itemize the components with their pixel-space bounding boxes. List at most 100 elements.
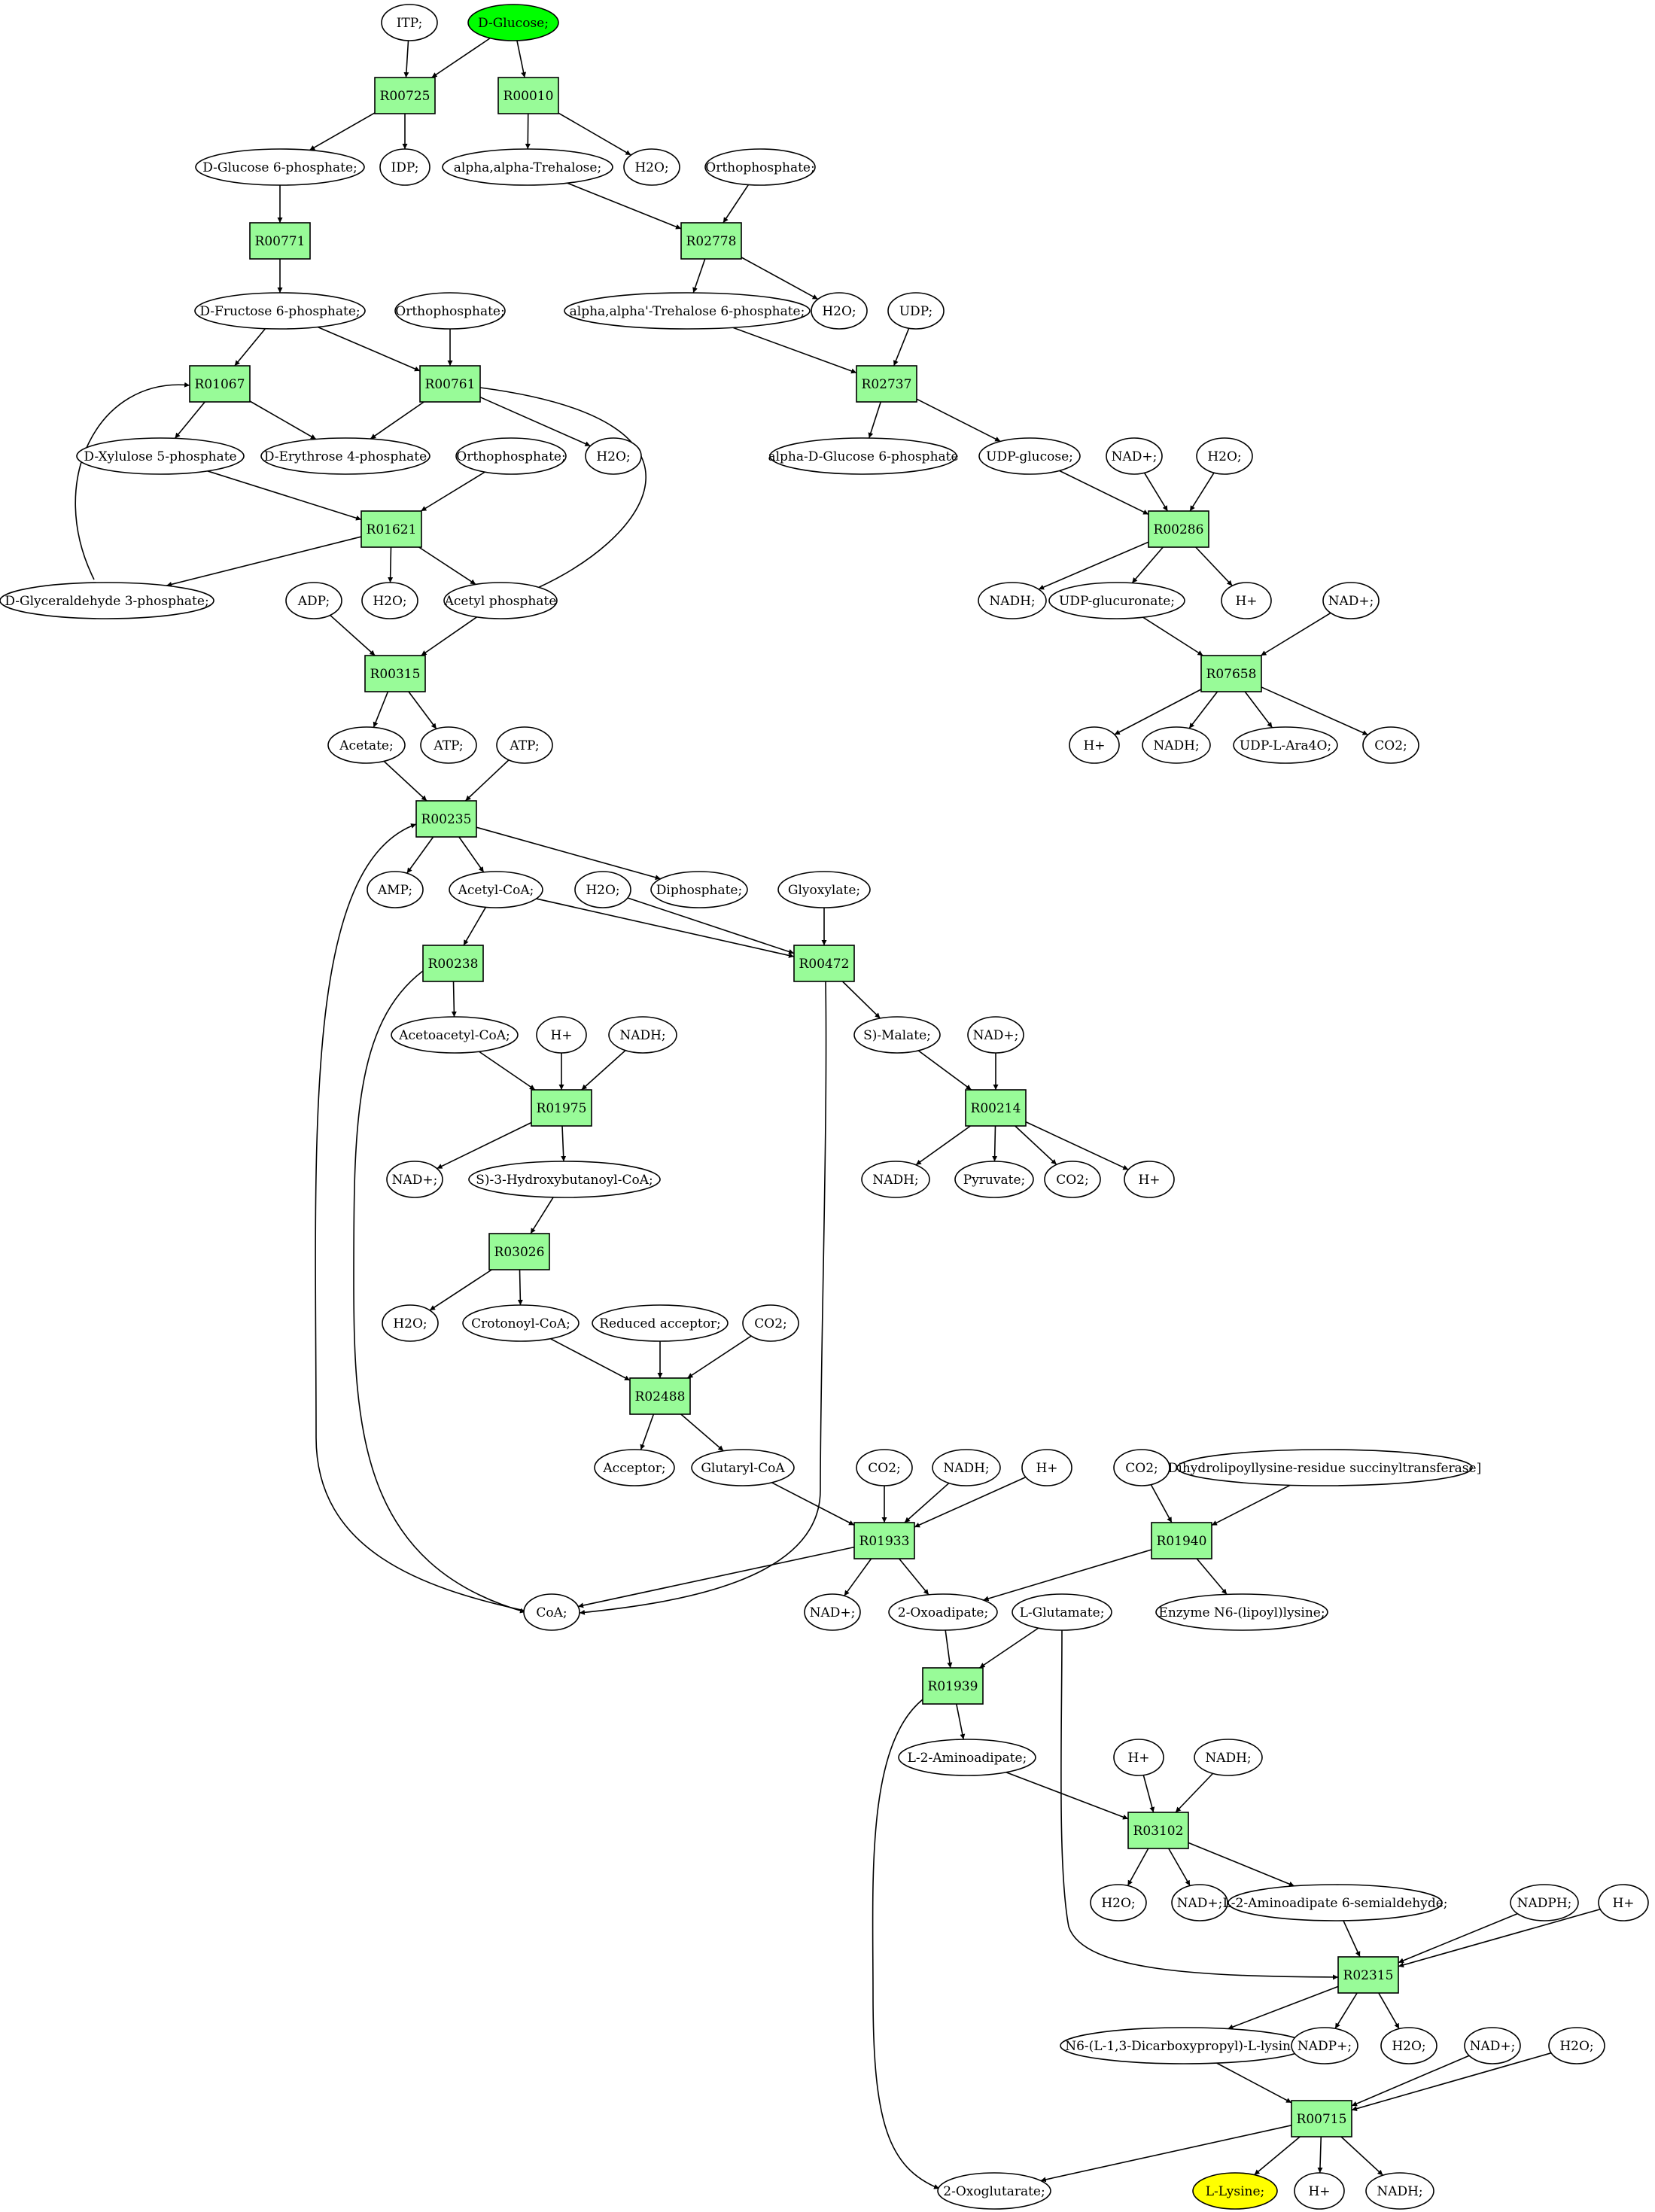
edge-R00010-to-H2O_a (558, 112, 631, 156)
node-label: S)-Malate; (863, 1028, 931, 1043)
node-label: CO2; (754, 1316, 787, 1331)
edge-R00315-to-Acet (373, 691, 389, 728)
metabolite-ellipse (1228, 1884, 1443, 1921)
metabolite-ellipse (1294, 2172, 1345, 2210)
node-label: NAD+; (1177, 1896, 1223, 1911)
metabolite-node-Treh: alpha,alpha-Trehalose; (442, 148, 613, 186)
node-label: Acceptor; (602, 1461, 665, 1476)
node-label: 2-Oxoglutarate; (943, 2184, 1045, 2199)
node-label: CO2; (868, 1461, 901, 1476)
edge-NADp_b-to-R07658 (1260, 612, 1331, 656)
node-label: D-Glyceraldehyde 3-phosphate; (5, 594, 208, 609)
edge-CrCoA-to-R02488 (549, 1337, 631, 1381)
node-label: H+ (1083, 738, 1105, 753)
node-label: alpha,alpha-Trehalose; (454, 160, 601, 175)
metabolite-node-NADp_a: NAD+; (1106, 437, 1163, 475)
metabolite-node-H2O_g: H2O; (382, 1304, 439, 1342)
reaction-box (1337, 1956, 1399, 1994)
node-label: UDP-glucose; (986, 449, 1073, 464)
metabolite-ellipse (1196, 437, 1253, 475)
node-label: Reduced acceptor; (599, 1316, 721, 1331)
metabolite-ellipse (420, 726, 477, 764)
metabolite-ellipse (853, 1016, 941, 1054)
edge-ITP-to-R00725 (403, 40, 409, 78)
edge-R03026-to-H2O_g (429, 1269, 492, 1311)
edge-R00472-to-Mal (841, 981, 881, 1019)
metabolite-node-NADH_f: NADH; (1194, 1739, 1263, 1776)
edge-R03102-to-AASA (1188, 1842, 1295, 1887)
metabolite-node-CO2_a: CO2; (1362, 726, 1419, 764)
edge-R00214-to-Hp_d (1025, 1121, 1129, 1170)
node-label: NADH; (619, 1028, 665, 1043)
metabolite-ellipse (382, 1304, 439, 1342)
edge-NADH_e-to-R01933 (904, 1482, 950, 1523)
node-label: Enzyme N6-(lipoyl)lysine; (1158, 1605, 1325, 1620)
node-label: L-2-Aminoadipate; (908, 1751, 1027, 1766)
edge-R01933-to-NADp_e (844, 1558, 872, 1596)
node-label: H2O; (634, 160, 668, 175)
edge-R01067-to-GAP (75, 382, 190, 580)
edge-layer (75, 37, 1601, 2189)
metabolite-ellipse (1510, 1884, 1579, 1921)
metabolite-node-DGlc: D-Glucose; (467, 4, 559, 41)
edge-R07658-to-CO2_a (1261, 686, 1368, 736)
edge-DHL-to-R01940 (1211, 1484, 1291, 1526)
node-label: Acetyl-CoA; (458, 883, 534, 898)
node-label: NADPH; (1517, 1896, 1572, 1911)
metabolite-node-NADH_e: NADH; (932, 1449, 1001, 1486)
node-label: NAD+; (1112, 449, 1158, 464)
reaction-box (1151, 1522, 1212, 1559)
edge-Xu5P-to-R01621 (207, 470, 362, 521)
metabolite-node-AcP: Acetyl phosphate (443, 582, 558, 619)
node-label: N6-(L-1,3-Dicarboxypropyl)-L-lysine; (1065, 2039, 1303, 2054)
edge-R02488-to-GlutCoA (680, 1413, 724, 1452)
node-label: Orthophosphate; (395, 304, 504, 319)
reaction-node-R01975: R01975 (531, 1089, 592, 1127)
reaction-box (856, 365, 917, 403)
metabolite-node-H2O_a: H2O; (623, 148, 680, 186)
edge-H2O_f-to-R00472 (627, 897, 795, 954)
metabolite-node-NADH_b: NADH; (1142, 726, 1211, 764)
metabolite-node-NADp_b: NAD+; (1322, 582, 1380, 619)
reaction-node-R00725: R00725 (374, 77, 436, 114)
reaction-node-R07658: R07658 (1200, 655, 1262, 692)
metabolite-node-T6P: alpha,alpha'-Trehalose 6-phosphate; (564, 292, 811, 330)
metabolite-node-Lys: L-Lysine; (1192, 2172, 1278, 2210)
metabolite-ellipse (704, 148, 816, 186)
edge-R01975-to-NADp_d (437, 1121, 532, 1170)
metabolite-ellipse (468, 1161, 661, 1198)
metabolite-ellipse (954, 1161, 1034, 1198)
reaction-node-R02778: R02778 (680, 222, 742, 260)
edge-CO2_c-to-R02488 (686, 1335, 752, 1379)
edge-R02315-to-Sacch (1228, 1985, 1339, 2030)
edge-R07658-to-UDPAra (1244, 691, 1273, 729)
metabolite-node-NADH_g: NADH; (1365, 2172, 1434, 2210)
node-label: L-2-Aminoadipate 6-semialdehyde; (1222, 1896, 1447, 1911)
metabolite-ellipse (650, 871, 748, 908)
reaction-node-R00771: R00771 (249, 222, 311, 260)
node-label: NADH; (1153, 738, 1199, 753)
node-label: AMP; (377, 883, 412, 898)
node-label: NADH; (1205, 1751, 1251, 1766)
reaction-box (419, 365, 481, 403)
reaction-node-R00214: R00214 (965, 1089, 1027, 1127)
reaction-box (793, 945, 855, 982)
reaction-box (488, 1233, 550, 1270)
metabolite-node-Hp_h: H+ (1294, 2172, 1345, 2210)
node-label: R00761 (425, 377, 476, 392)
edge-Acet-to-R00235 (383, 760, 427, 802)
node-label: Orthophosphate; (456, 449, 565, 464)
edge-R00715-to-Lys (1254, 2136, 1301, 2176)
node-label: NAD+; (392, 1173, 438, 1188)
reaction-node-R01939: R01939 (922, 1667, 984, 1705)
metabolite-ellipse (0, 582, 214, 619)
reaction-box (1291, 2100, 1352, 2137)
metabolite-node-HBCoA: S)-3-Hydroxybutanoyl-CoA; (468, 1161, 661, 1198)
node-label: H2O; (1207, 449, 1241, 464)
edge-F6P-to-R00761 (317, 326, 421, 372)
node-label: R00725 (380, 89, 430, 104)
reaction-box (1200, 655, 1262, 692)
metabolite-ellipse (967, 1016, 1024, 1054)
edge-R00761-to-H2O_c (479, 396, 591, 447)
